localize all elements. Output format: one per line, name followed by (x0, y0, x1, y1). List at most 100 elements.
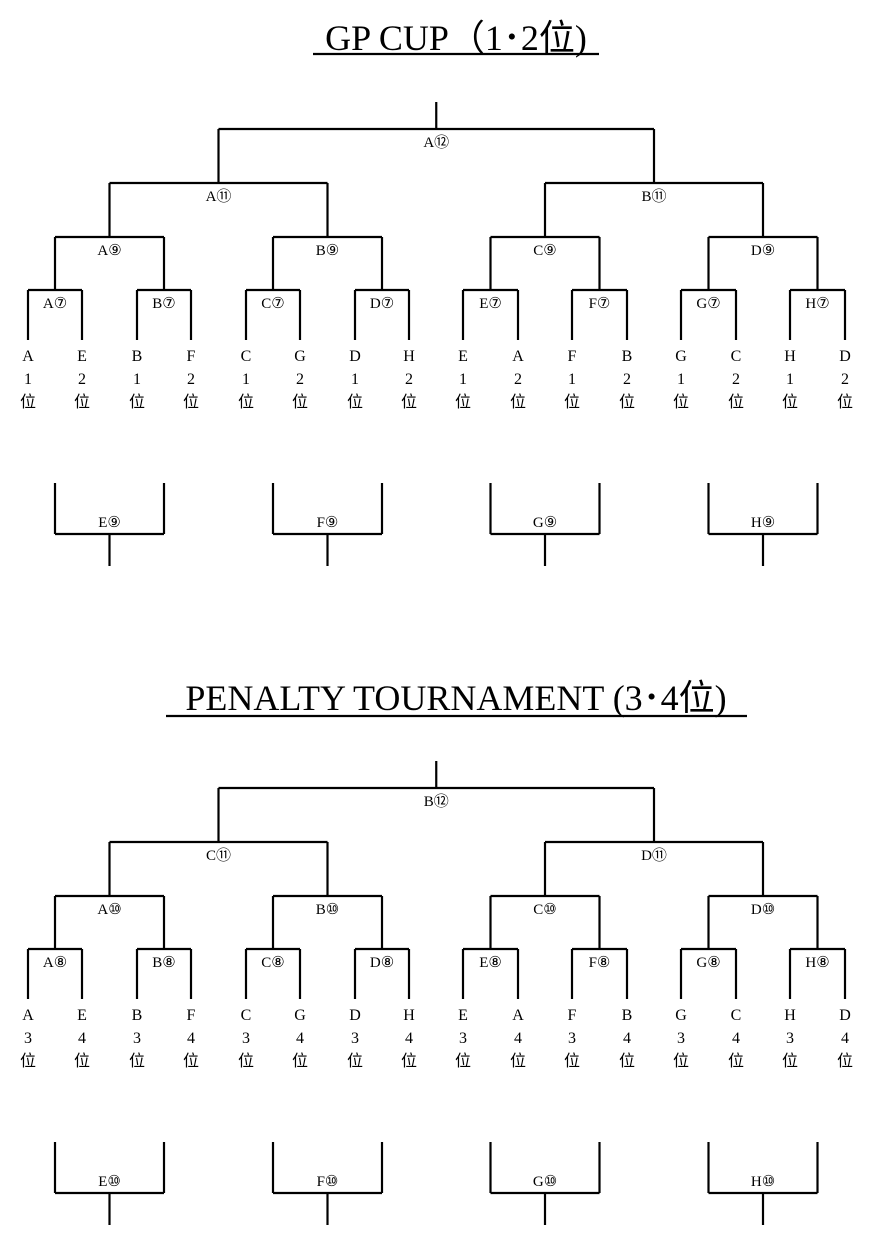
consolation-bracket: E⑩ (53, 1142, 166, 1225)
leaf-team: B (132, 1007, 143, 1024)
leaf-team: G (294, 1007, 306, 1024)
quarter-label: C⑨ (533, 243, 556, 259)
leaf-rank: 4 (514, 1030, 522, 1047)
leaf-rank-unit: 位 (510, 1052, 526, 1070)
leaf-rank-unit: 位 (782, 1052, 798, 1070)
leaf-rank: 3 (351, 1030, 359, 1047)
leaf-rank-unit: 位 (455, 1052, 471, 1070)
leaf-team: E (458, 348, 468, 365)
leaf-rank-unit: 位 (673, 393, 689, 411)
leaf-rank: 2 (187, 371, 195, 388)
leaf-rank: 4 (296, 1030, 304, 1047)
quarter-label: B⑨ (316, 243, 339, 259)
leaf-rank-unit: 位 (728, 393, 744, 411)
leaf-team: B (622, 1007, 633, 1024)
round1-label: H⑦ (805, 296, 829, 312)
round1-label: A⑧ (43, 955, 67, 971)
leaf-team: E (458, 1007, 468, 1024)
semi-label: D⑪ (641, 847, 667, 864)
leaf-rank: 2 (296, 371, 304, 388)
leaf-rank: 2 (514, 371, 522, 388)
round1-label: H⑧ (805, 955, 829, 971)
leaf-rank: 3 (133, 1030, 141, 1047)
leaf-rank: 2 (78, 371, 86, 388)
leaf-team: F (187, 1007, 196, 1024)
quarter-label: A⑩ (97, 902, 121, 918)
consolation-label: H⑩ (751, 1174, 775, 1190)
quarter-label: B⑩ (316, 902, 339, 918)
leaf-rank-unit: 位 (347, 1052, 363, 1070)
quarter-label: D⑨ (751, 243, 775, 259)
bracket-title: GP CUP（1･2位) (325, 18, 587, 58)
leaf-rank-unit: 位 (564, 393, 580, 411)
leaf-team: A (22, 348, 34, 365)
consolation-label: E⑨ (98, 515, 121, 531)
quarter-label: D⑩ (751, 902, 775, 918)
consolation-bracket: G⑨ (489, 483, 601, 566)
leaf-team: A (22, 1007, 34, 1024)
round1-label: G⑧ (696, 955, 720, 971)
leaf-team: H (784, 1007, 796, 1024)
consolation-bracket: H⑩ (707, 1142, 819, 1225)
bracket-title: PENALTY TOURNAMENT (3･4位) (185, 678, 726, 718)
leaf-rank: 1 (351, 371, 359, 388)
leaf-rank-unit: 位 (837, 393, 853, 411)
round1-label: F⑦ (589, 296, 611, 312)
consolation-label: F⑨ (317, 515, 339, 531)
consolation-label: G⑩ (533, 1174, 557, 1190)
leaf-rank-unit: 位 (619, 393, 635, 411)
leaf-team: A (512, 1007, 524, 1024)
leaf-team: B (132, 348, 143, 365)
leaf-rank: 2 (623, 371, 631, 388)
leaf-rank: 3 (786, 1030, 794, 1047)
round1-label: C⑦ (261, 296, 284, 312)
round1-label: F⑧ (589, 955, 611, 971)
leaf-rank-unit: 位 (238, 393, 254, 411)
leaf-rank: 4 (732, 1030, 740, 1047)
leaf-rank: 2 (405, 371, 413, 388)
leaf-team: D (349, 348, 361, 365)
leaf-rank: 1 (459, 371, 467, 388)
leaf-team: C (731, 348, 742, 365)
leaf-team: F (568, 348, 577, 365)
round1-label: B⑧ (152, 955, 175, 971)
leaf-rank-unit: 位 (20, 1052, 36, 1070)
leaf-team: G (294, 348, 306, 365)
leaf-rank-unit: 位 (292, 393, 308, 411)
round1-label: A⑦ (43, 296, 67, 312)
leaf-rank-unit: 位 (455, 393, 471, 411)
consolation-label: G⑨ (533, 515, 557, 531)
leaf-rank-unit: 位 (564, 1052, 580, 1070)
leaf-team: C (241, 1007, 252, 1024)
leaf-rank: 3 (24, 1030, 32, 1047)
round1-label: D⑦ (370, 296, 394, 312)
leaf-team: F (187, 348, 196, 365)
leaf-rank: 4 (187, 1030, 195, 1047)
leaf-rank: 1 (242, 371, 250, 388)
final-label: B⑫ (424, 793, 449, 810)
round1-label: E⑧ (479, 955, 502, 971)
consolation-label: F⑩ (317, 1174, 339, 1190)
semi-label: B⑪ (641, 188, 666, 205)
leaf-team: H (784, 348, 796, 365)
quarter-label: C⑩ (533, 902, 556, 918)
consolation-bracket: G⑩ (489, 1142, 601, 1225)
leaf-rank: 1 (786, 371, 794, 388)
leaf-rank: 3 (459, 1030, 467, 1047)
leaf-rank: 3 (568, 1030, 576, 1047)
leaf-rank-unit: 位 (837, 1052, 853, 1070)
leaf-team: D (839, 348, 851, 365)
leaf-rank-unit: 位 (347, 393, 363, 411)
quarter-label: A⑨ (97, 243, 121, 259)
leaf-rank: 4 (405, 1030, 413, 1047)
round1-label: C⑧ (261, 955, 284, 971)
leaf-rank: 1 (568, 371, 576, 388)
leaf-rank-unit: 位 (74, 393, 90, 411)
consolation-label: E⑩ (98, 1174, 121, 1190)
leaf-rank: 1 (677, 371, 685, 388)
leaf-rank-unit: 位 (129, 1052, 145, 1070)
leaf-rank: 4 (623, 1030, 631, 1047)
consolation-bracket: F⑨ (271, 483, 384, 566)
